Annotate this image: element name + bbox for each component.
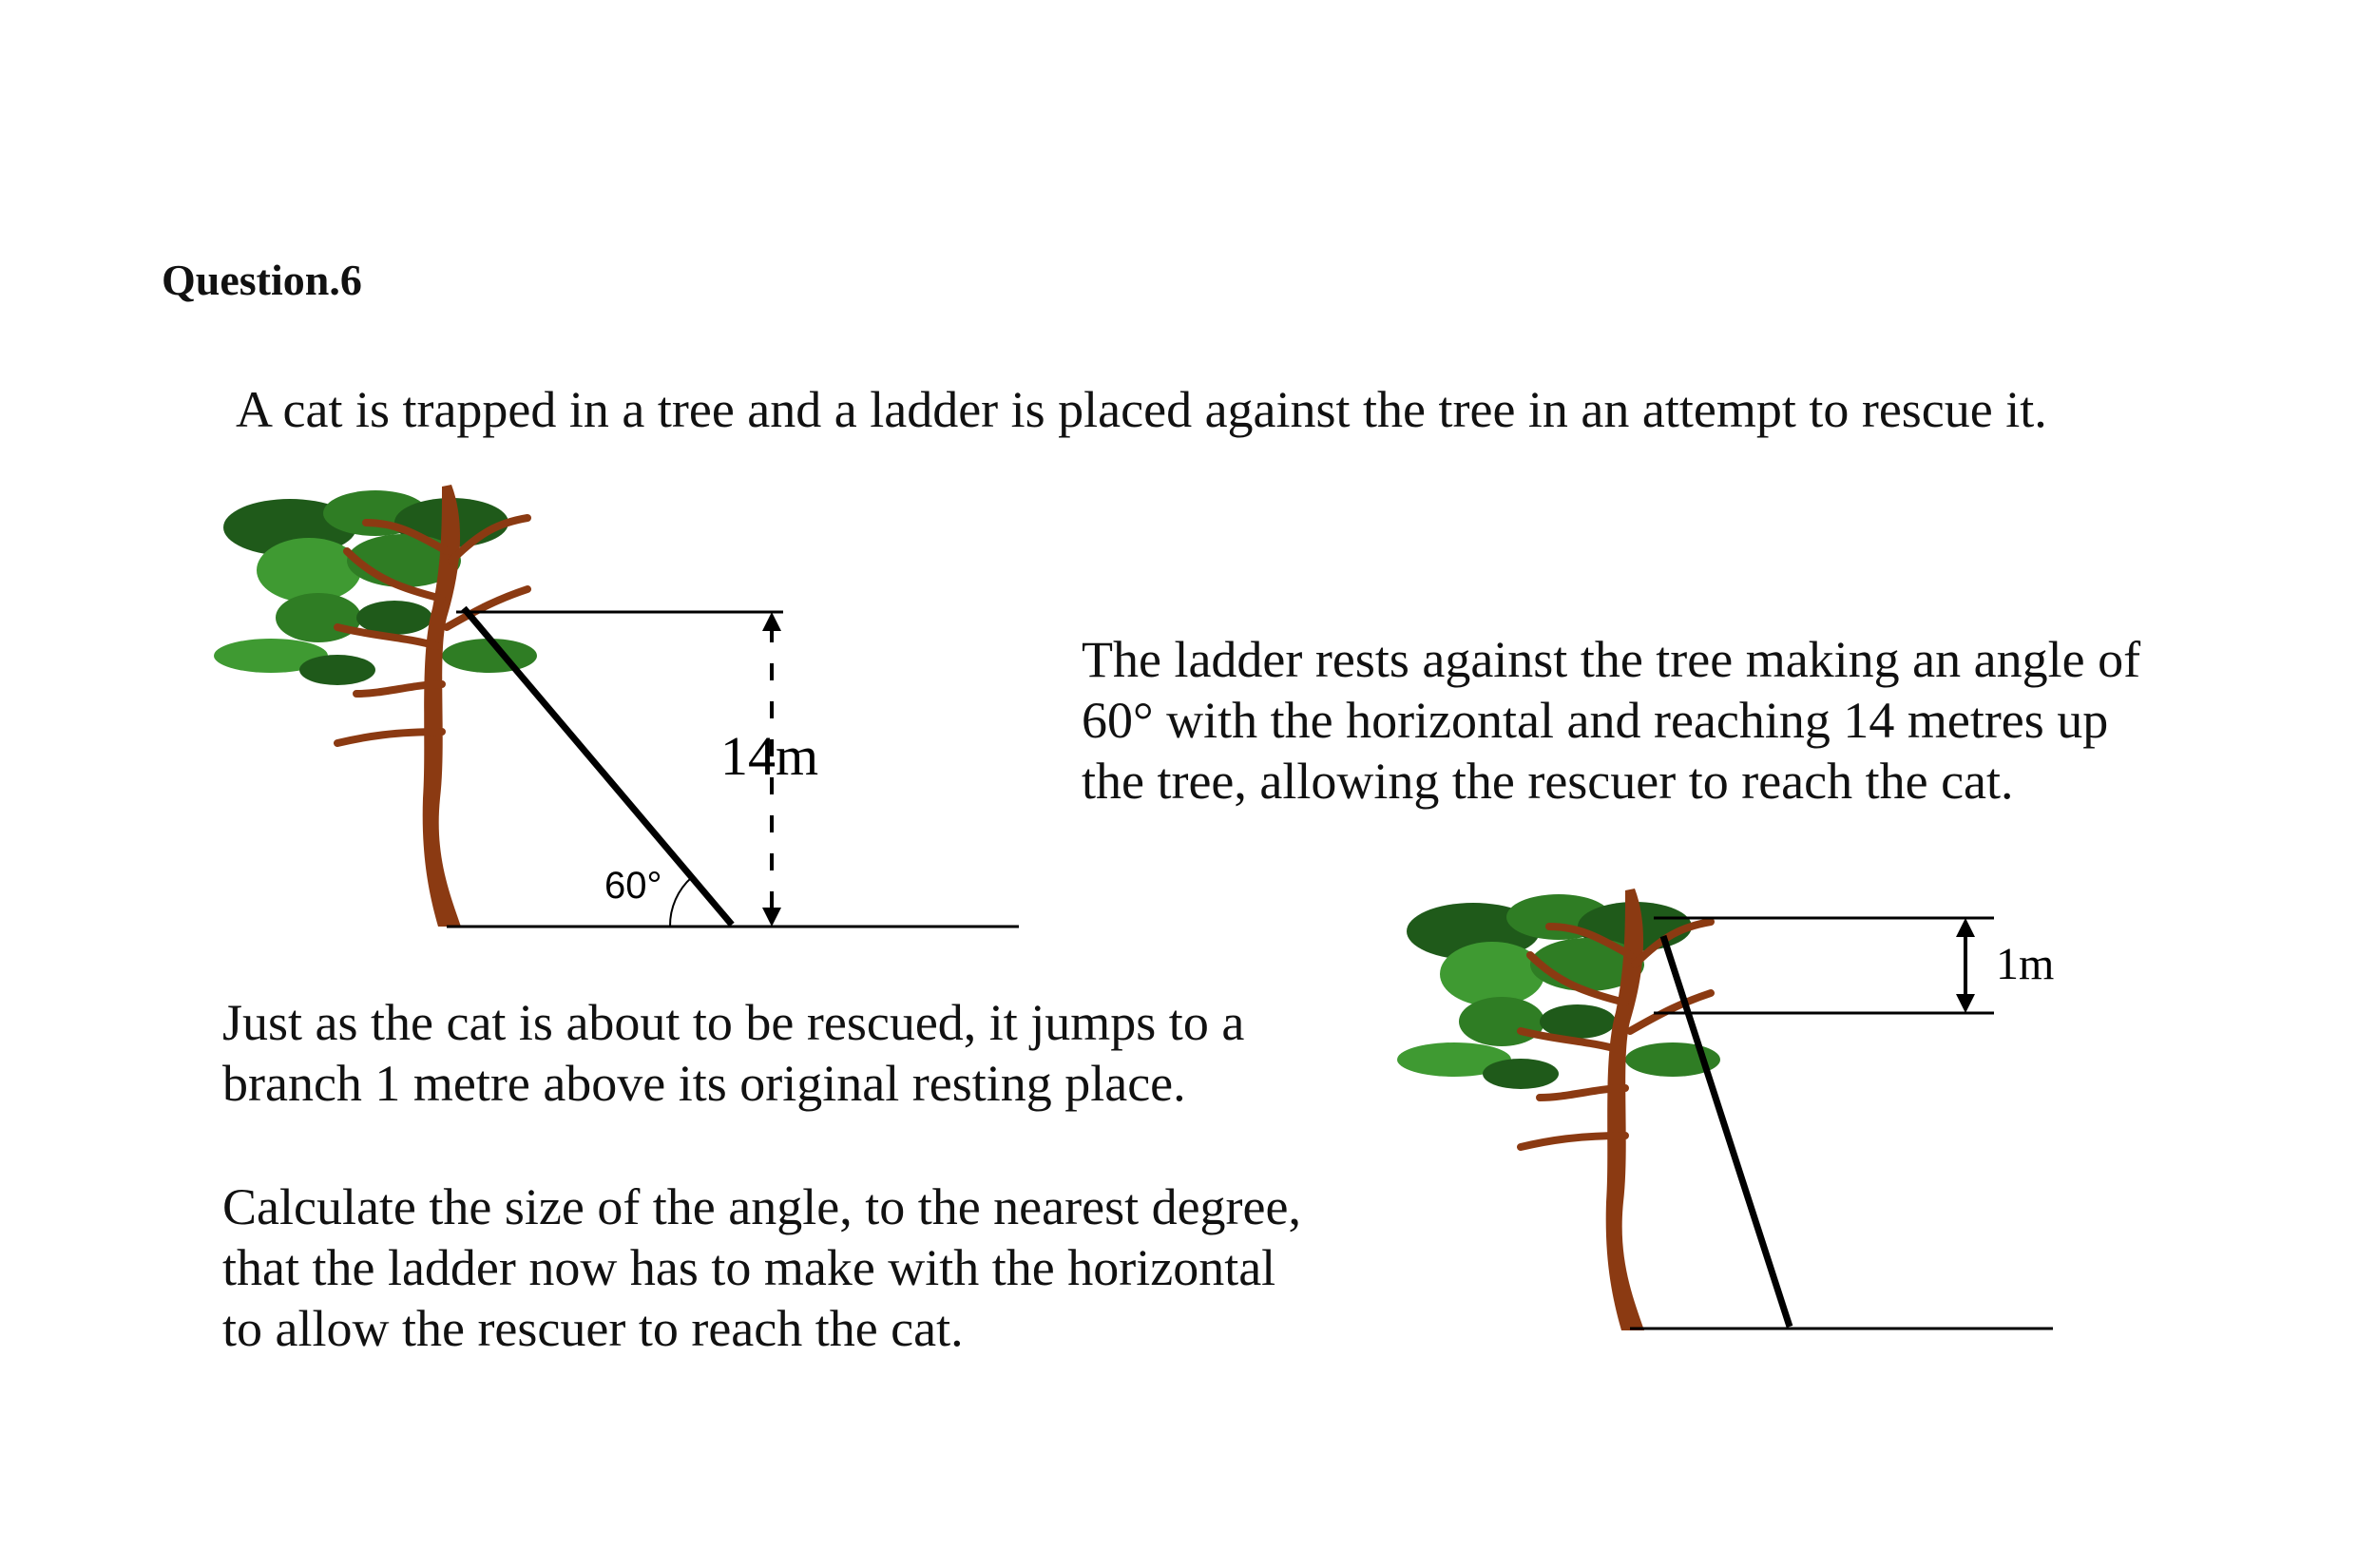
intro-text: A cat is trapped in a tree and a ladder …: [236, 381, 2047, 438]
ladder-description: The ladder rests against the tree making…: [1082, 629, 2140, 812]
arrow-up-icon: [1956, 918, 1975, 937]
question-heading: Question.6: [162, 256, 362, 304]
angle-arc: [668, 876, 693, 927]
ladder: [461, 605, 735, 927]
tree-1: [214, 485, 537, 927]
cat-jump-line: branch 1 metre above its original restin…: [222, 1055, 1186, 1112]
arrow-down-icon: [1956, 994, 1975, 1013]
angle-label: 60°: [604, 865, 662, 907]
diagram-1: 14m 60°: [214, 485, 1019, 927]
cat-jump-line: Just as the cat is about to be rescued, …: [222, 994, 1245, 1051]
ladder-description-line: the tree, allowing the rescuer to reach …: [1082, 753, 2014, 810]
diagram-2: 1m: [1397, 889, 2054, 1330]
height-label: 14m: [720, 725, 818, 787]
ladder-description-line: The ladder rests against the tree making…: [1082, 631, 2141, 688]
task-line: Calculate the size of the angle, to the …: [222, 1178, 1301, 1235]
ladder-description-line: 60° with the horizontal and reaching 14 …: [1082, 692, 2109, 749]
arrow-up-icon: [762, 612, 781, 631]
extra-height-label: 1m: [1996, 939, 2054, 989]
ladder-2: [1659, 934, 1793, 1329]
task-text: Calculate the size of the angle, to the …: [222, 1176, 1301, 1359]
cat-jump-text: Just as the cat is about to be rescued, …: [222, 992, 1244, 1114]
arrow-down-icon: [762, 908, 781, 927]
task-line: that the ladder now has to make with the…: [222, 1239, 1276, 1296]
task-line: to allow the rescuer to reach the cat.: [222, 1300, 964, 1357]
